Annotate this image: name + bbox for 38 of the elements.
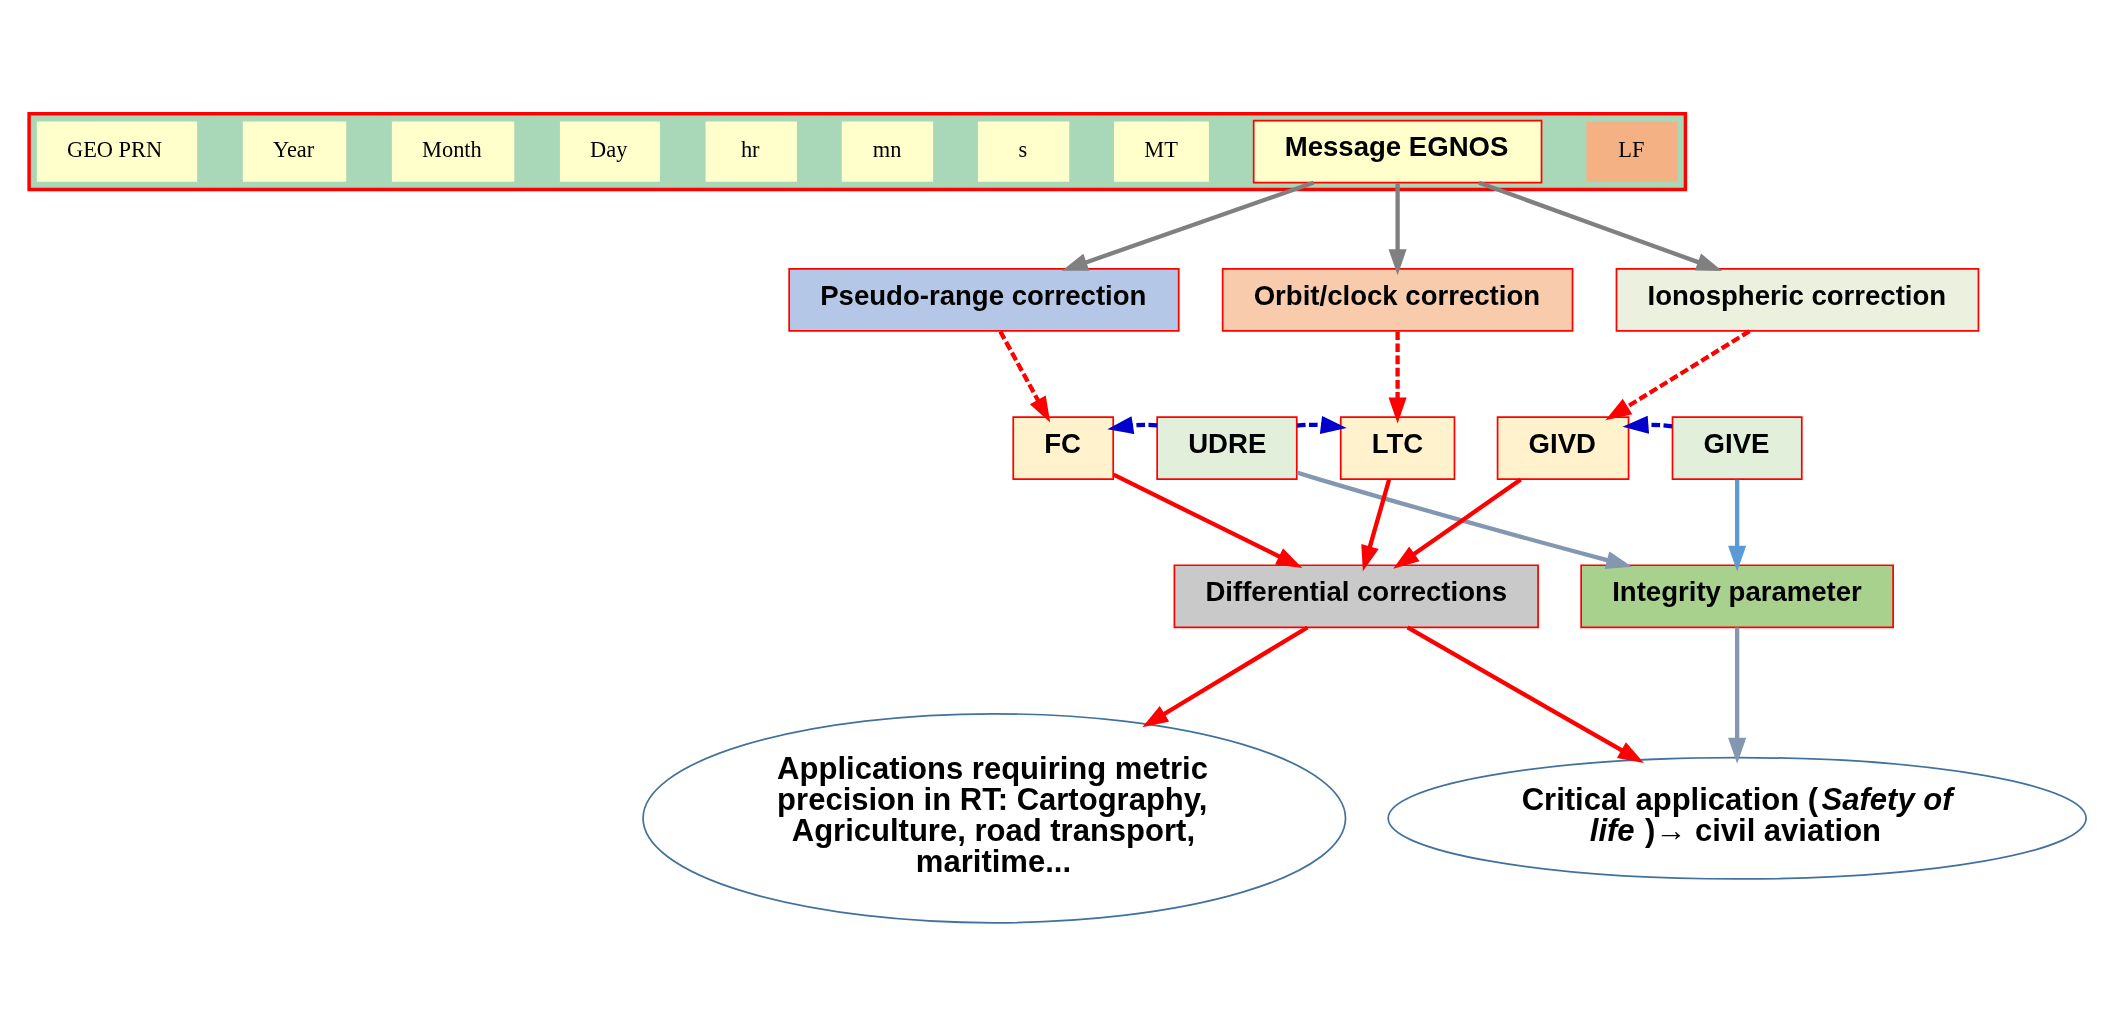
node-box: Integrity parameter <box>1580 564 1894 629</box>
node-box: MT <box>1112 119 1211 184</box>
node-box: mn <box>840 119 935 184</box>
node-box: Pseudo-range correction <box>788 267 1180 332</box>
cluster <box>27 111 1688 192</box>
node-box: hr <box>703 119 799 184</box>
node-box: GIVD <box>1496 416 1630 480</box>
arrow <box>1296 415 1347 434</box>
node-box: Year <box>241 119 348 184</box>
arrow <box>1361 479 1392 572</box>
node-box: Month <box>390 119 516 184</box>
arrow <box>1107 416 1158 435</box>
arrow <box>1605 329 1751 421</box>
node-box: Ionospheric correction <box>1615 267 1980 332</box>
arrow <box>1142 625 1309 728</box>
arrow <box>998 330 1051 423</box>
node-box: UDRE <box>1156 416 1298 480</box>
arrow <box>1388 183 1407 276</box>
arrow <box>1112 472 1303 568</box>
node-box: GEO PRN <box>35 119 199 184</box>
arrow <box>1388 331 1407 424</box>
node-ellipse: Critical application (Safety of life )→ civil aviation <box>1387 756 2087 880</box>
node-box: Differential corrections <box>1173 564 1539 629</box>
node-box: s <box>976 119 1071 184</box>
arrow <box>1622 415 1673 434</box>
node-box: Message EGNOS <box>1252 119 1543 184</box>
node-box: GIVE <box>1671 416 1803 480</box>
node-box: LTC <box>1339 416 1456 480</box>
node-box: LF <box>1584 119 1680 184</box>
arrow <box>1393 477 1522 569</box>
arrow <box>1728 627 1747 764</box>
arrow <box>1296 470 1632 569</box>
node-box: Day <box>558 119 662 184</box>
arrow <box>1728 479 1747 572</box>
node-box: FC <box>1012 416 1115 480</box>
arrow <box>1406 625 1644 764</box>
node-ellipse: Applications requiring metric precision in RT: Cartography, Agriculture, road transport, maritime... <box>642 712 1347 924</box>
node-box: Orbit/clock correction <box>1221 267 1574 332</box>
